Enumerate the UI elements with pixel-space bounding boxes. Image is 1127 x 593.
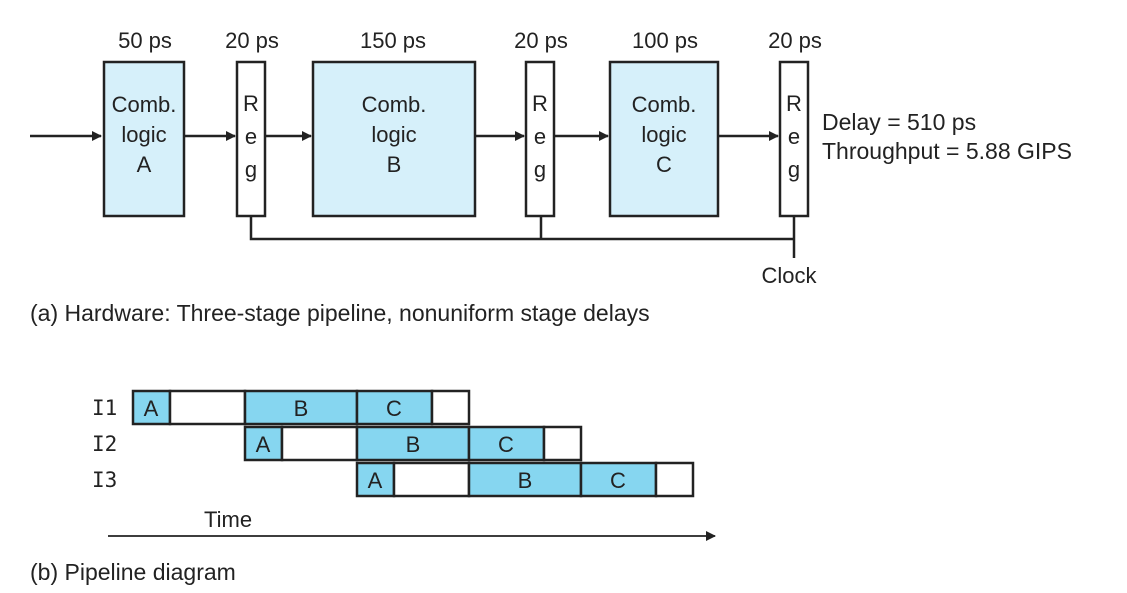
comb-logic-b-block: Comb. logic B: [311, 60, 477, 218]
comb-b-line1: Comb.: [362, 92, 427, 117]
i3-stall-cell: [392, 461, 471, 498]
clock-line: [249, 216, 796, 258]
delay-label-reg-2: 20 ps: [514, 28, 568, 53]
hardware-caption: (a) Hardware: Three-stage pipeline, nonu…: [30, 300, 650, 326]
comb-a-line1: Comb.: [112, 92, 177, 117]
delay-label-comb-b: 150 ps: [360, 28, 426, 53]
i1-tail-cell: [430, 389, 471, 426]
i1-stage-b-cell: [243, 389, 359, 426]
delay-summary: Delay = 510 ps: [822, 109, 976, 135]
i2-stage-b-cell: [355, 425, 471, 462]
i2-stage-c-label: C: [498, 432, 514, 457]
delay-label-comb-a: 50 ps: [118, 28, 172, 53]
instruction-label-i3: I3: [92, 468, 117, 492]
register-2: R e g: [524, 60, 556, 218]
reg2-letter-e: e: [534, 124, 546, 149]
i1-stage-c-label: C: [386, 396, 402, 421]
i1-stage-c-cell: [355, 389, 434, 426]
comb-logic-c-block: Comb. logic C: [608, 60, 720, 218]
register-1: R e g: [235, 60, 267, 218]
register-3: R e g: [778, 60, 810, 218]
reg1-letter-g: g: [245, 157, 257, 182]
comb-a-line3: A: [137, 152, 152, 177]
reg3-letter-r: R: [786, 91, 802, 116]
delay-label-reg-3: 20 ps: [768, 28, 822, 53]
pipeline-caption: (b) Pipeline diagram: [30, 559, 236, 585]
i3-tail-cell: [654, 461, 695, 498]
clock-label: Clock: [761, 263, 817, 288]
comb-c-line3: C: [656, 152, 672, 177]
instruction-label-i2: I2: [92, 432, 117, 456]
reg1-letter-e: e: [245, 124, 257, 149]
comb-c-line1: Comb.: [632, 92, 697, 117]
pipeline-section: I1 A B C I2 A B C I3 A B C Time (b) Pipe…: [30, 389, 716, 585]
i2-tail-cell: [542, 425, 583, 462]
i3-stage-c-label: C: [610, 468, 626, 493]
reg3-letter-e: e: [788, 124, 800, 149]
instruction-label-i1: I1: [92, 396, 117, 420]
comb-c-line2: logic: [641, 122, 686, 147]
delay-label-reg-1: 20 ps: [225, 28, 279, 53]
i2-stage-b-label: B: [406, 432, 421, 457]
hardware-section: 50 ps 20 ps 150 ps 20 ps 100 ps 20 ps Co…: [30, 28, 1072, 326]
reg1-letter-r: R: [243, 91, 259, 116]
i2-stage-c-cell: [467, 425, 546, 462]
i1-stage-a-label: A: [144, 396, 159, 421]
i2-stage-a-cell: [243, 425, 284, 462]
reg2-letter-g: g: [534, 157, 546, 182]
comb-a-line2: logic: [121, 122, 166, 147]
i3-stage-a-label: A: [368, 468, 383, 493]
comb-b-line2: logic: [371, 122, 416, 147]
time-axis-label: Time: [204, 507, 252, 532]
reg2-letter-r: R: [532, 91, 548, 116]
i2-stall-cell: [280, 425, 359, 462]
reg3-letter-g: g: [788, 157, 800, 182]
i3-stage-a-cell: [355, 461, 396, 498]
comb-b-line3: B: [387, 152, 402, 177]
i2-stage-a-label: A: [256, 432, 271, 457]
i3-stage-b-label: B: [518, 468, 533, 493]
comb-logic-a-block: Comb. logic A: [102, 60, 186, 218]
i1-stage-b-label: B: [294, 396, 309, 421]
delay-label-comb-c: 100 ps: [632, 28, 698, 53]
i1-stall-cell: [168, 389, 247, 426]
i3-stage-b-cell: [467, 461, 583, 498]
throughput-summary: Throughput = 5.88 GIPS: [822, 138, 1072, 164]
